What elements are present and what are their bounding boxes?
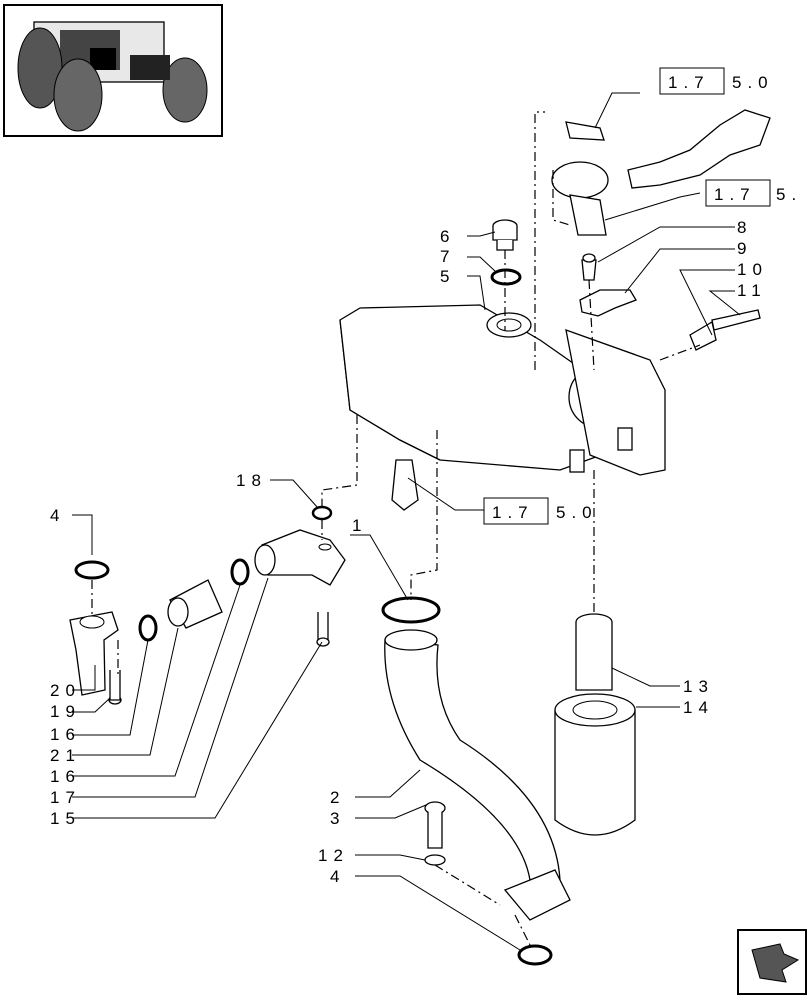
o-ring bbox=[230, 558, 250, 586]
callout-11: 11 bbox=[737, 281, 767, 300]
bolt bbox=[689, 309, 761, 351]
leader-lines bbox=[72, 92, 741, 951]
callout-20: 20 bbox=[50, 681, 81, 700]
callout-17: 17 bbox=[50, 788, 81, 807]
callout-8: 8 bbox=[737, 218, 752, 237]
elbow-fitting bbox=[69, 611, 119, 696]
sensor-connector bbox=[581, 253, 597, 281]
reference-mid-rest: 5. bbox=[776, 185, 802, 204]
reference-low: 1.7 5.0 bbox=[483, 497, 598, 525]
elbow-connector bbox=[254, 529, 346, 586]
callout-4-left: 4 bbox=[50, 506, 65, 525]
washer bbox=[424, 854, 446, 866]
reference-mid: 1.7 5. bbox=[705, 179, 802, 207]
callout-3: 3 bbox=[330, 809, 345, 828]
plug bbox=[492, 219, 518, 251]
callout-18: 18 bbox=[236, 471, 267, 490]
callout-19: 19 bbox=[50, 702, 81, 721]
callout-4-bottom: 4 bbox=[330, 867, 345, 886]
assembly-lines bbox=[91, 111, 701, 946]
temperature-sender bbox=[391, 459, 419, 511]
reference-top: 1.7 5.0 bbox=[659, 67, 774, 95]
callout-13: 13 bbox=[683, 677, 714, 696]
callout-12: 12 bbox=[318, 846, 349, 865]
callout-16-a: 16 bbox=[50, 725, 81, 744]
o-ring bbox=[311, 505, 333, 521]
callout-10: 10 bbox=[737, 260, 768, 279]
callout-2: 2 bbox=[330, 788, 345, 807]
bolt bbox=[316, 612, 330, 647]
filter-adapter bbox=[575, 613, 613, 691]
callout-21: 21 bbox=[50, 746, 81, 765]
callout-1: 1 bbox=[352, 516, 367, 535]
callout-16-b: 16 bbox=[50, 767, 81, 786]
bolt bbox=[424, 801, 446, 849]
o-ring bbox=[138, 614, 158, 642]
callout-7: 7 bbox=[440, 247, 455, 266]
tractor-thumbnail-icon bbox=[3, 4, 223, 137]
bracket bbox=[579, 289, 637, 317]
o-ring bbox=[381, 596, 441, 624]
reference-top-boxed: 1.7 bbox=[668, 73, 710, 92]
o-ring bbox=[490, 268, 522, 286]
callout-5: 5 bbox=[440, 267, 455, 286]
oil-filter bbox=[554, 693, 636, 836]
callout-6: 6 bbox=[440, 227, 455, 246]
callout-9: 9 bbox=[737, 239, 752, 258]
o-ring bbox=[517, 944, 553, 966]
callout-14: 14 bbox=[683, 698, 714, 717]
reference-top-rest: 5.0 bbox=[732, 73, 774, 92]
callout-15: 15 bbox=[50, 809, 81, 828]
reference-low-rest: 5.0 bbox=[556, 503, 598, 522]
wiring-harness-connector bbox=[627, 109, 771, 189]
o-ring bbox=[74, 560, 110, 580]
oil-pipe bbox=[384, 629, 571, 921]
pressure-switch bbox=[551, 121, 609, 236]
next-page-arrow-icon[interactable] bbox=[737, 929, 807, 995]
adapter-sleeve bbox=[167, 579, 223, 629]
bolt bbox=[108, 670, 122, 705]
oil-manifold-body bbox=[339, 304, 666, 476]
reference-mid-boxed: 1.7 bbox=[714, 185, 756, 204]
reference-low-boxed: 1.7 bbox=[492, 503, 534, 522]
